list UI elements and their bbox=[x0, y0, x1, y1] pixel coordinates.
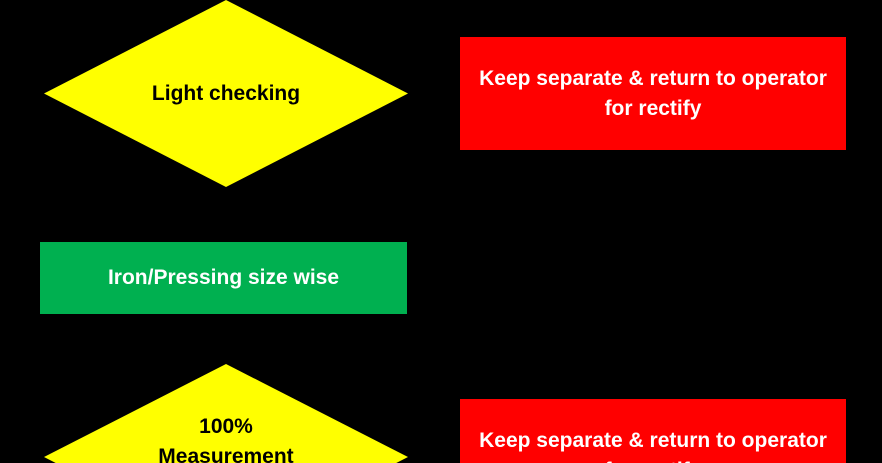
measurement-label-line2: Measurement bbox=[158, 445, 294, 463]
light-checking-label: Light checking bbox=[151, 81, 301, 105]
keep-separate-top-label-line1: Keep separate & return to operator bbox=[479, 66, 827, 90]
keep-separate-top-process-box: Keep separate & return to operator for r… bbox=[460, 37, 846, 150]
keep-separate-bottom-label-line1: Keep separate & return to operator bbox=[479, 428, 827, 452]
keep-separate-bottom-process-box: Keep separate & return to operator for r… bbox=[460, 399, 846, 463]
iron-pressing-process-box: Iron/Pressing size wise bbox=[40, 242, 407, 314]
measurement-decision-diamond: 100% Measurement bbox=[44, 364, 408, 463]
keep-separate-top-label-line2: for rectify bbox=[604, 96, 702, 120]
light-checking-decision-diamond: Light checking bbox=[44, 0, 408, 187]
keep-separate-bottom-label-line2: for rectify bbox=[605, 456, 702, 463]
measurement-label-line1: 100% bbox=[199, 415, 253, 438]
iron-pressing-label: Iron/Pressing size wise bbox=[107, 266, 340, 289]
